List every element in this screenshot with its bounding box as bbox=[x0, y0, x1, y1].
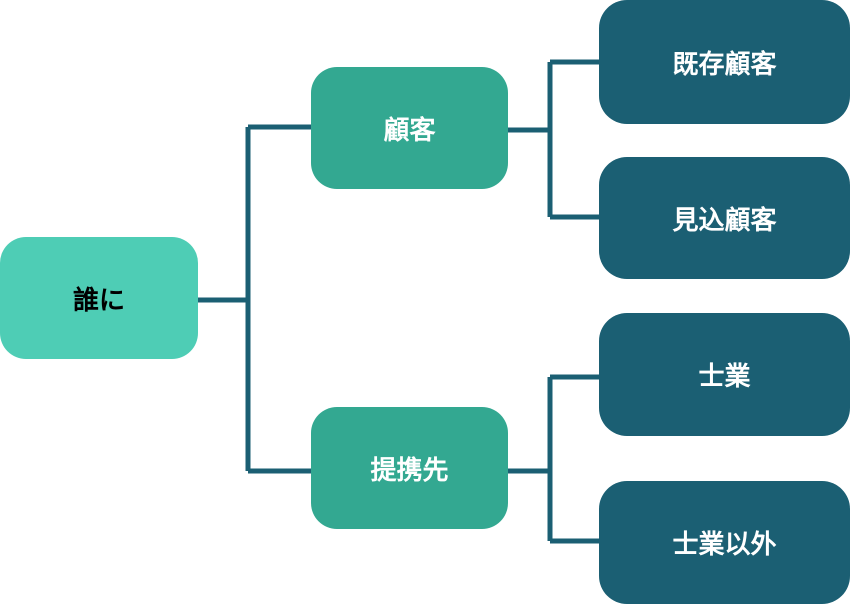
root-node-label: 誰に bbox=[72, 285, 125, 316]
root-node: 誰に bbox=[0, 237, 198, 359]
branch-node-partners-label: 提携先 bbox=[370, 455, 449, 486]
leaf-node-licensed-professionals-label: 士業 bbox=[698, 362, 751, 392]
connector-root-to-branches bbox=[198, 124, 311, 474]
connector-branch-1 bbox=[507, 374, 599, 544]
leaf-node-existing-customers-label: 既存顧客 bbox=[672, 49, 777, 80]
branch-node-customers: 顧客 bbox=[311, 67, 508, 189]
leaf-node-prospective-customers: 見込顧客 bbox=[599, 157, 850, 279]
branch-node-customers-label: 顧客 bbox=[383, 115, 436, 146]
connector-branch-0 bbox=[507, 59, 599, 220]
leaf-node-existing-customers: 既存顧客 bbox=[599, 0, 850, 124]
leaf-node-licensed-professionals: 士業 bbox=[599, 313, 850, 436]
leaf-node-non-licensed-professionals: 士業以外 bbox=[599, 481, 850, 604]
leaf-node-non-licensed-professionals-label: 士業以外 bbox=[672, 530, 777, 560]
leaf-node-prospective-customers-label: 見込顧客 bbox=[672, 205, 777, 236]
branch-node-partners: 提携先 bbox=[311, 407, 508, 529]
